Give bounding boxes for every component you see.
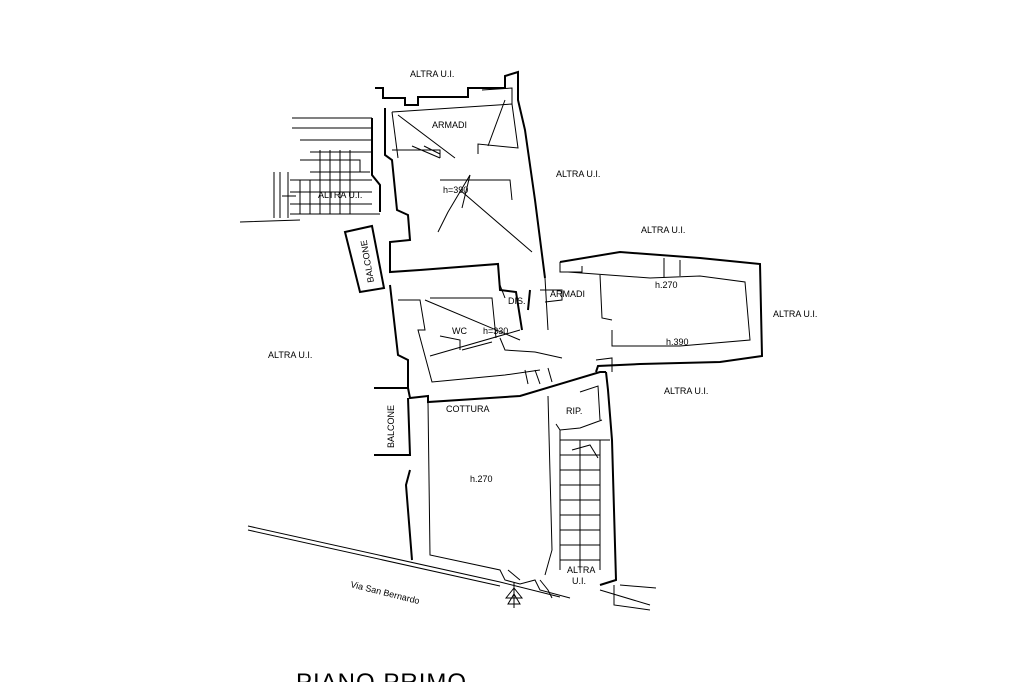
label-rip: RIP. <box>566 406 582 416</box>
label-cottura: COTTURA <box>446 404 490 414</box>
upper-room-walls <box>375 70 546 279</box>
right-room <box>559 250 764 373</box>
left-stair <box>239 117 381 223</box>
lower-room <box>374 371 657 611</box>
label-altra-right-2: ALTRA U.I. <box>641 225 685 235</box>
label-balcone-1: BALCONE <box>359 239 376 283</box>
label-h390-right: h.390 <box>666 337 689 347</box>
street-line <box>247 525 561 598</box>
label-wc: WC <box>452 326 467 336</box>
label-armadi-small: ARMADI <box>550 289 585 299</box>
label-altra-bottom-2: U.I. <box>572 576 586 586</box>
label-altra-bottom-1: ALTRA <box>567 565 595 575</box>
label-h270-right: h.270 <box>655 280 678 290</box>
label-dis: DIS. <box>508 296 526 306</box>
label-altra-left-stair: ALTRA U.I. <box>318 190 362 200</box>
label-street: Via San Bernardo <box>350 579 421 606</box>
balcone-1 <box>343 224 386 294</box>
label-h390-top: h=390 <box>443 185 468 195</box>
label-armadi-top: ARMADI <box>432 120 467 130</box>
floor-title: PIANO PRIMO <box>296 669 467 682</box>
label-altra-top: ALTRA U.I. <box>410 69 454 79</box>
label-altra-far-right: ALTRA U.I. <box>773 309 817 319</box>
label-balcone-2: BALCONE <box>386 405 396 448</box>
label-h330: h=330 <box>483 326 508 336</box>
entrance-arrow-icon <box>504 582 524 608</box>
label-altra-right-1: ALTRA U.I. <box>556 169 600 179</box>
label-h270-bottom: h.270 <box>470 474 493 484</box>
label-altra-left: ALTRA U.I. <box>268 350 312 360</box>
label-altra-mid-right: ALTRA U.I. <box>664 386 708 396</box>
middle-rooms <box>389 262 563 388</box>
